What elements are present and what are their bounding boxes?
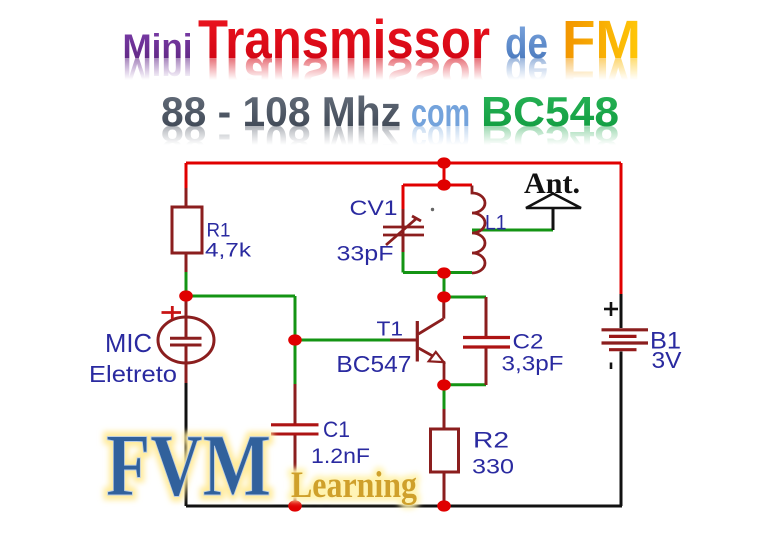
svg-text:Learning: Learning — [291, 464, 417, 505]
svg-text:MIC: MIC — [105, 328, 152, 358]
svg-text:Ant.: Ant. — [524, 167, 580, 200]
svg-text:CV1: CV1 — [350, 197, 398, 220]
svg-text:R2: R2 — [473, 428, 509, 453]
svg-text:C2: C2 — [513, 331, 544, 354]
svg-text:1.2nF: 1.2nF — [311, 445, 370, 468]
svg-text:Eletreto: Eletreto — [89, 361, 177, 387]
svg-text:4,7k: 4,7k — [205, 240, 251, 262]
svg-text:FVM: FVM — [106, 417, 271, 515]
svg-text:3V: 3V — [652, 347, 683, 373]
svg-text:T1: T1 — [377, 319, 404, 341]
svg-text:Learning: Learning — [291, 464, 417, 505]
svg-text:33pF: 33pF — [337, 243, 394, 266]
svg-text:FVM: FVM — [106, 417, 271, 515]
svg-text:330: 330 — [472, 456, 514, 479]
svg-text:BC547: BC547 — [336, 351, 411, 377]
svg-text:L1: L1 — [485, 212, 507, 235]
svg-text:B1: B1 — [650, 328, 681, 355]
svg-text:R1: R1 — [207, 221, 231, 242]
svg-text:3,3pF: 3,3pF — [502, 353, 564, 376]
svg-text:C1: C1 — [323, 417, 350, 442]
